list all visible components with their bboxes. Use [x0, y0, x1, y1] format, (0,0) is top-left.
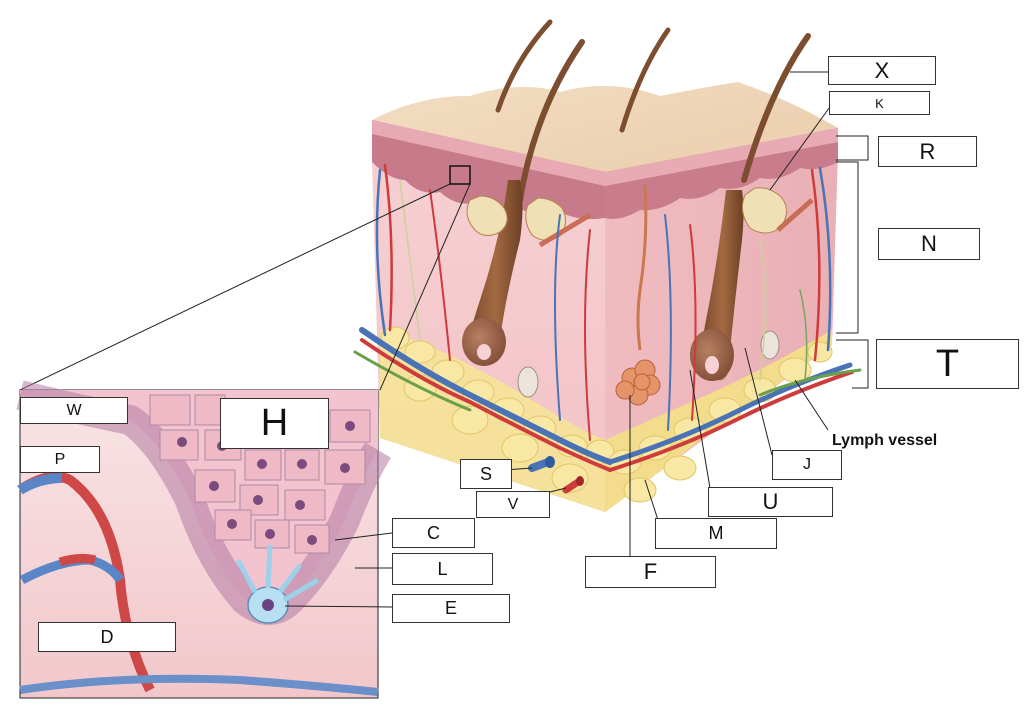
label-box-t[interactable]: T	[876, 339, 1019, 389]
label-box-j[interactable]: J	[772, 450, 842, 480]
label-box-s[interactable]: S	[460, 459, 512, 489]
label-box-r[interactable]: R	[878, 136, 977, 167]
label-box-f[interactable]: F	[585, 556, 716, 588]
label-box-x[interactable]: X	[828, 56, 936, 85]
label-box-m[interactable]: M	[655, 518, 777, 549]
label-box-p[interactable]: P	[20, 446, 100, 473]
label-box-k[interactable]: K	[829, 91, 930, 115]
label-box-d[interactable]: D	[38, 622, 176, 652]
label-box-w[interactable]: W	[20, 397, 128, 424]
inset-source-box	[449, 165, 471, 185]
lymph-vessel-label: Lymph vessel	[832, 432, 938, 449]
label-box-u[interactable]: U	[708, 487, 833, 517]
label-box-v[interactable]: V	[476, 491, 550, 518]
label-box-e[interactable]: E	[392, 594, 510, 623]
layer-brackets	[836, 135, 869, 389]
label-box-c[interactable]: C	[392, 518, 475, 548]
inset-pointer-lines	[284, 532, 393, 608]
skin-block	[353, 19, 862, 512]
inset-leader-lines	[19, 183, 471, 391]
label-box-n[interactable]: N	[878, 228, 980, 260]
label-box-h[interactable]: H	[220, 398, 329, 449]
label-box-l[interactable]: L	[392, 553, 493, 585]
